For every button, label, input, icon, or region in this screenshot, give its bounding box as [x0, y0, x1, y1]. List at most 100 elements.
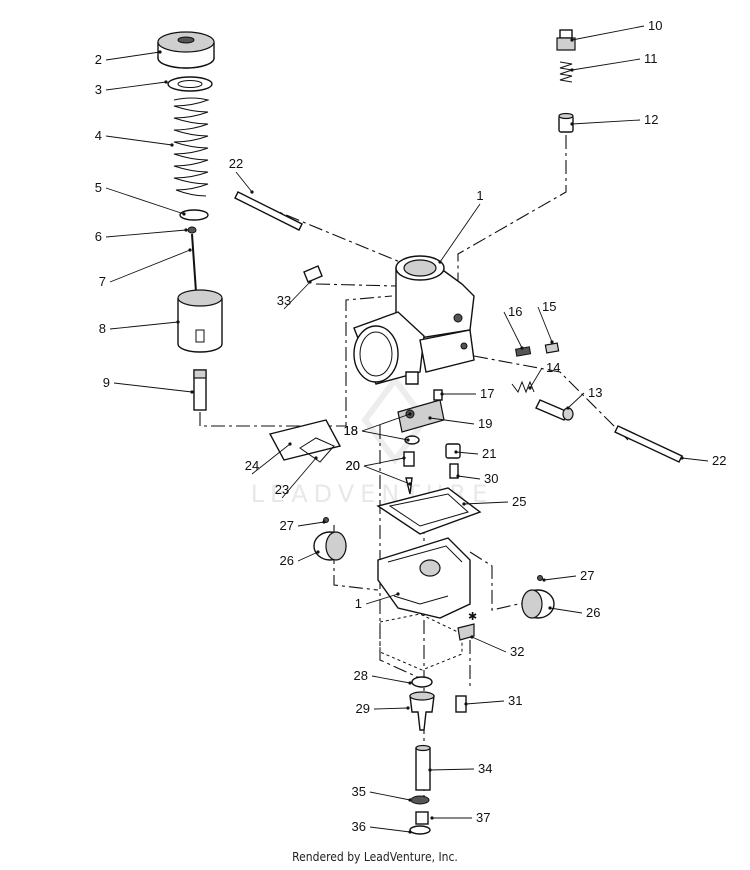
- jet-holder: [409, 691, 435, 731]
- leader-line: [369, 791, 411, 801]
- leader-arrow: [402, 456, 406, 460]
- callout-number: 17: [480, 386, 494, 401]
- jet-needle: [191, 233, 197, 293]
- callout-number: 22: [229, 156, 243, 171]
- leader-arrow: [680, 456, 684, 460]
- leader-line: [281, 457, 317, 499]
- spring-retainer: [179, 209, 209, 221]
- cap-washer: [167, 76, 213, 92]
- pin-right: [537, 575, 543, 581]
- bracket: ✱: [457, 611, 477, 641]
- small-plug: [303, 265, 323, 283]
- leader-line: [109, 249, 191, 283]
- carburetor-body: [353, 255, 475, 385]
- callout-number: 29: [356, 701, 370, 716]
- callout-number: 16: [508, 304, 522, 319]
- callout-26: 26: [280, 550, 320, 568]
- callout-23: 23: [275, 456, 318, 499]
- callout-37: 37: [430, 810, 490, 825]
- callout-27: 27: [542, 568, 594, 583]
- needle-valve: [403, 451, 415, 495]
- callout-number: 18: [344, 423, 358, 438]
- callout-19: 19: [428, 416, 492, 431]
- callout-number: 37: [476, 810, 490, 825]
- leader-line: [283, 281, 311, 310]
- callout-number: 35: [352, 784, 366, 799]
- drain-plug: [409, 811, 431, 835]
- leader-arrow: [406, 438, 410, 442]
- leader-arrow: [314, 456, 318, 460]
- leader-arrow: [408, 482, 412, 486]
- callout-number: 32: [510, 644, 524, 659]
- callout-9: 9: [103, 375, 194, 394]
- leader-arrow: [464, 702, 468, 706]
- plunger: [558, 112, 574, 133]
- throttle-valve: [177, 289, 223, 353]
- callout-5: 5: [95, 180, 186, 216]
- callout-number: 14: [546, 360, 560, 375]
- leader-line: [537, 306, 553, 343]
- leader-arrow: [308, 280, 312, 284]
- callout-number: 13: [588, 385, 602, 400]
- leader-arrow: [440, 392, 444, 396]
- callout-number: 3: [95, 82, 102, 97]
- leader-arrow: [408, 830, 412, 834]
- leader-line: [251, 443, 291, 475]
- callout-14: 14: [528, 360, 560, 390]
- leader-arrow: [176, 320, 180, 324]
- leader-line: [549, 607, 583, 614]
- callout-13: 13: [566, 385, 602, 410]
- leader-arrow: [158, 50, 162, 54]
- callout-number: 34: [478, 761, 492, 776]
- leader-arrow: [396, 592, 400, 596]
- callout-number: 1: [476, 188, 483, 203]
- side-cap-left: [313, 531, 347, 561]
- callout-number: 11: [644, 51, 658, 66]
- callout-number: 21: [482, 446, 496, 461]
- callout-3: 3: [95, 80, 168, 97]
- callout-number: 19: [478, 416, 492, 431]
- leader-arrow: [470, 635, 474, 639]
- callout-36: 36: [352, 819, 412, 834]
- leader-line: [465, 700, 505, 705]
- leader-arrow: [428, 768, 432, 772]
- callout-number: 9: [103, 375, 110, 390]
- leader-arrow: [428, 416, 432, 420]
- callout-16: 16: [503, 304, 524, 350]
- callout-number: 12: [644, 112, 658, 127]
- throttle-valve-spring: [173, 97, 210, 197]
- leader-line: [361, 413, 411, 432]
- leader-arrow: [566, 406, 570, 410]
- needle-jet: [193, 369, 207, 411]
- callout-11: 11: [570, 51, 658, 72]
- callout-34: 34: [428, 761, 492, 776]
- leader-arrow: [520, 346, 524, 350]
- leader-line: [373, 707, 409, 710]
- leader-line: [529, 367, 543, 389]
- adjust-screw: [535, 399, 574, 421]
- leader-arrow: [408, 798, 412, 802]
- callout-number: 26: [586, 605, 600, 620]
- callout-30: 30: [456, 471, 498, 486]
- leader-line: [567, 392, 585, 409]
- leader-line: [105, 229, 187, 238]
- callout-4: 4: [95, 128, 174, 147]
- callout-number: 25: [512, 494, 526, 509]
- float: [268, 419, 342, 463]
- callout-24: 24: [245, 442, 292, 475]
- leader-arrow: [570, 38, 574, 42]
- callout-number: 22: [712, 453, 726, 468]
- leader-arrow: [408, 412, 412, 416]
- callout-number: 20: [346, 458, 360, 473]
- callout-number: 18: [344, 423, 358, 438]
- callout-35: 35: [352, 784, 412, 802]
- long-screw-right: [614, 425, 683, 463]
- callout-number: 31: [508, 693, 522, 708]
- callout-7: 7: [99, 248, 192, 289]
- leader-arrow: [542, 578, 546, 582]
- leader-arrow: [548, 606, 552, 610]
- float-bowl-gasket: [376, 487, 482, 535]
- leader-line: [439, 203, 481, 263]
- callout-33: 33: [277, 280, 312, 310]
